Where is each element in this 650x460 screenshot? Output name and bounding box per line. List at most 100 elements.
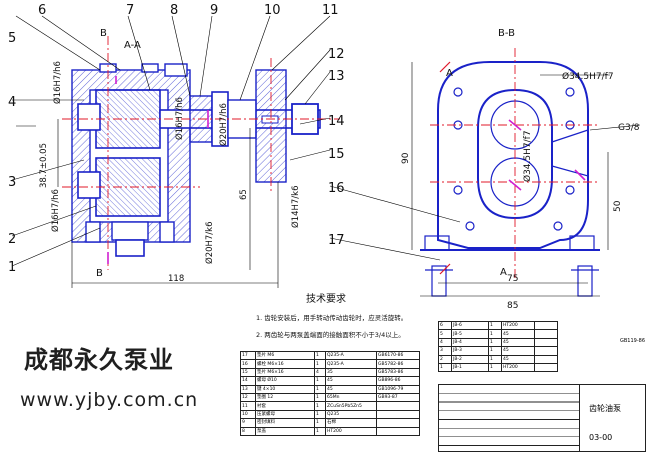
dim-75: 75 [507, 274, 518, 284]
callout-5: 5 [8, 31, 16, 46]
parts-row-cell: 键 4×10 [255, 384, 315, 394]
parts-row-cell: GB93-87 [376, 392, 420, 403]
upper-row-cell: JB-5 [451, 329, 489, 339]
parts-row-cell: GB5782-86 [376, 359, 420, 369]
parts-row-cell: 8 [240, 426, 256, 436]
upper-row-cell [534, 337, 558, 348]
upper-row-cell: 1 [488, 362, 502, 373]
parts-row-cell: GB896-86 [376, 376, 420, 386]
dim-65: 65 [239, 189, 249, 200]
key [261, 115, 279, 124]
parts-row-cell: 17 [240, 350, 256, 361]
parts-row-cell: 泵盖 [255, 426, 315, 436]
callout-2: 2 [8, 232, 16, 247]
upper-row-cell: JB-2 [451, 354, 489, 364]
callout-1: 1 [8, 260, 16, 275]
view-labels: A-A B-B B B A A [96, 28, 515, 279]
parts-row-cell: 1 [314, 350, 326, 361]
dims-right: Ø34.5H7/f7 Ø34.5H7/f7 G3/8 90 50 75 85 [401, 71, 640, 311]
dim-r-d1: Ø34.5H7/f7 [562, 71, 614, 82]
bottom-bolt-2 [159, 221, 175, 243]
callout-9: 9 [210, 3, 218, 18]
gear-cavity-outline [477, 88, 553, 220]
dim-50: 50 [613, 200, 623, 212]
bottom-boss [111, 221, 149, 241]
notes-line-1: 1. 齿轮安装后，用手转动传动齿轮时，应灵活旋转。 [256, 313, 407, 322]
callout-10: 10 [264, 3, 281, 18]
website-link[interactable]: www.yjby.com.cn [20, 389, 199, 411]
parts-row-cell: 石棉 [325, 418, 377, 428]
bolt-holes [453, 87, 575, 231]
dim-d6: Ø14H7/k6 [290, 186, 301, 229]
parts-row-cell: GB6170-86 [376, 350, 420, 361]
mag-mark-1 [508, 119, 522, 131]
upper-row-cell [534, 362, 558, 373]
upper-row-cell: 1 [488, 320, 502, 331]
technical-notes: 技术要求 1. 齿轮安装后，用手转动传动齿轮时，应灵活旋转。 2. 两齿轮与两泵… [256, 292, 407, 339]
upper-row-cell: 5 [438, 329, 452, 339]
dims-left: Ø16H7/h6 38.7±0.05 Ø16H7/h6 Ø16H7/h6 Ø20… [39, 61, 301, 284]
dim-85: 85 [507, 301, 518, 311]
parts-row-cell: 14 [240, 376, 256, 386]
parts-row-cell: 16 [240, 359, 256, 369]
upper-row-cell: 45 [501, 329, 535, 339]
dim-r-d2: Ø34.5H7/f7 [522, 130, 533, 182]
parts-row-cell: 垫片 M6 [255, 350, 315, 361]
parts-row-cell: 1 [314, 418, 326, 428]
callouts: 1 2 3 4 5 6 7 8 9 10 11 12 13 14 15 16 1… [8, 3, 345, 275]
parts-row-cell: 13 [240, 384, 256, 394]
upper-row-cell: JB-4 [451, 337, 489, 348]
parts-row-cell: 压紧螺母 [255, 409, 315, 420]
parts-row-cell: Q235-A [325, 350, 377, 361]
parts-row-cell: 10 [240, 409, 256, 420]
upper-row-cell [534, 354, 558, 364]
upper-row-cell: HT200 [501, 362, 535, 373]
parts-row-cell: 1 [314, 401, 326, 411]
lower-bore-left [77, 171, 101, 199]
notes-title: 技术要求 [306, 292, 346, 305]
dim-d3: Ø16H7/h6 [50, 189, 61, 232]
bottom-bolt-1 [85, 221, 101, 243]
callout-7: 7 [126, 3, 134, 18]
upper-row-cell: 45 [501, 354, 535, 364]
parts-row-cell [376, 409, 420, 420]
upper-row-cell: 6 [438, 320, 452, 331]
callout-15: 15 [328, 147, 345, 162]
parts-row-cell: 衬套 [255, 401, 315, 411]
upper-row-cell: 1 [438, 362, 452, 373]
parts-row-cell: ZCuSn5Pb5Zn5 [325, 401, 377, 411]
drawing-name: 齿轮油泵 [589, 404, 621, 413]
label-a-a: A-A [124, 40, 141, 51]
dim-g38: G3/8 [618, 123, 640, 133]
drawing-number: 03-00 [589, 433, 613, 442]
parts-row-cell: 4 [314, 367, 326, 378]
parts-row-cell: 垫圈 12 [255, 392, 315, 403]
view-b-b [329, 48, 641, 297]
parts-row-cell: 1 [314, 359, 326, 369]
parts-row-cell: 65Mn [325, 392, 377, 403]
label-cut-b-top: B [100, 28, 107, 39]
parts-row-cell: GB1096-79 [376, 384, 420, 394]
parts-row-cell: Q235 [325, 409, 377, 420]
cut-a-bottom [439, 263, 451, 275]
callout-12: 12 [328, 47, 345, 62]
top-bolt-2 [141, 63, 159, 73]
upper-bore-left [77, 103, 101, 131]
dim-d7: Ø20H7/k6 [204, 222, 215, 265]
outlet-port [551, 129, 589, 177]
callout-8: 8 [170, 3, 178, 18]
parts-row-cell: 11 [240, 401, 256, 411]
cut-a-top [439, 61, 451, 73]
mag-mark-3 [574, 169, 586, 181]
top-plug [164, 63, 188, 77]
